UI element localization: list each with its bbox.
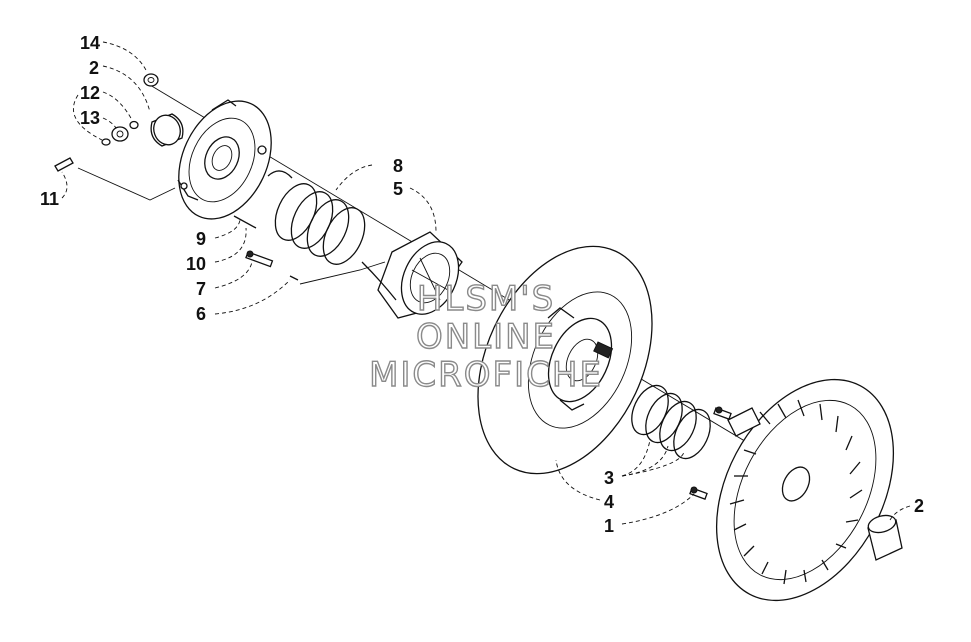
spider-cover-plate bbox=[177, 99, 272, 220]
part-2-bushing-lower bbox=[867, 514, 903, 561]
part-2-bushing-upper bbox=[150, 113, 184, 147]
watermark-line-2: ONLINE bbox=[416, 317, 556, 357]
callout-8: 8 bbox=[393, 156, 403, 176]
part-1-bolt bbox=[689, 486, 708, 500]
callout-2-lower: 2 bbox=[914, 496, 924, 516]
leader-lines bbox=[61, 41, 911, 525]
callout-6: 6 bbox=[196, 304, 206, 324]
callout-11: 11 bbox=[40, 189, 59, 209]
callout-1: 1 bbox=[604, 516, 614, 536]
watermark: HLSM'S ONLINE MICROFICHE bbox=[368, 278, 603, 395]
part-6-guide-line bbox=[299, 261, 386, 285]
part-6-clip bbox=[289, 275, 299, 281]
watermark-line-1: HLSM'S bbox=[417, 279, 555, 319]
part-7-bolt bbox=[245, 250, 274, 268]
part-14-nut bbox=[143, 73, 159, 87]
callout-5: 5 bbox=[393, 179, 403, 199]
part-8-spring bbox=[267, 170, 366, 265]
callout-10: 10 bbox=[186, 254, 206, 274]
movable-sheave-disc bbox=[477, 245, 653, 475]
callout-14: 14 bbox=[80, 33, 100, 53]
part-5-cam-hub bbox=[361, 231, 463, 319]
callout-9: 9 bbox=[196, 229, 206, 249]
part-9-rod bbox=[233, 215, 257, 229]
callout-4: 4 bbox=[604, 492, 614, 512]
part-12-washer bbox=[101, 120, 139, 146]
callout-13: 13 bbox=[80, 108, 100, 128]
callout-12: 12 bbox=[80, 83, 100, 103]
part-4-bolt bbox=[713, 406, 732, 420]
callout-3: 3 bbox=[604, 468, 614, 488]
part-3-spring bbox=[631, 384, 711, 460]
part-11-guide-line bbox=[77, 167, 176, 201]
watermark-line-3: MICROFICHE bbox=[369, 355, 603, 395]
cooling-fins bbox=[729, 399, 863, 585]
part-11-pin bbox=[54, 157, 74, 172]
part-13-spacer bbox=[111, 126, 129, 142]
callout-7: 7 bbox=[196, 279, 206, 299]
fixed-sheave bbox=[715, 378, 895, 602]
callout-2-upper: 2 bbox=[89, 58, 99, 78]
